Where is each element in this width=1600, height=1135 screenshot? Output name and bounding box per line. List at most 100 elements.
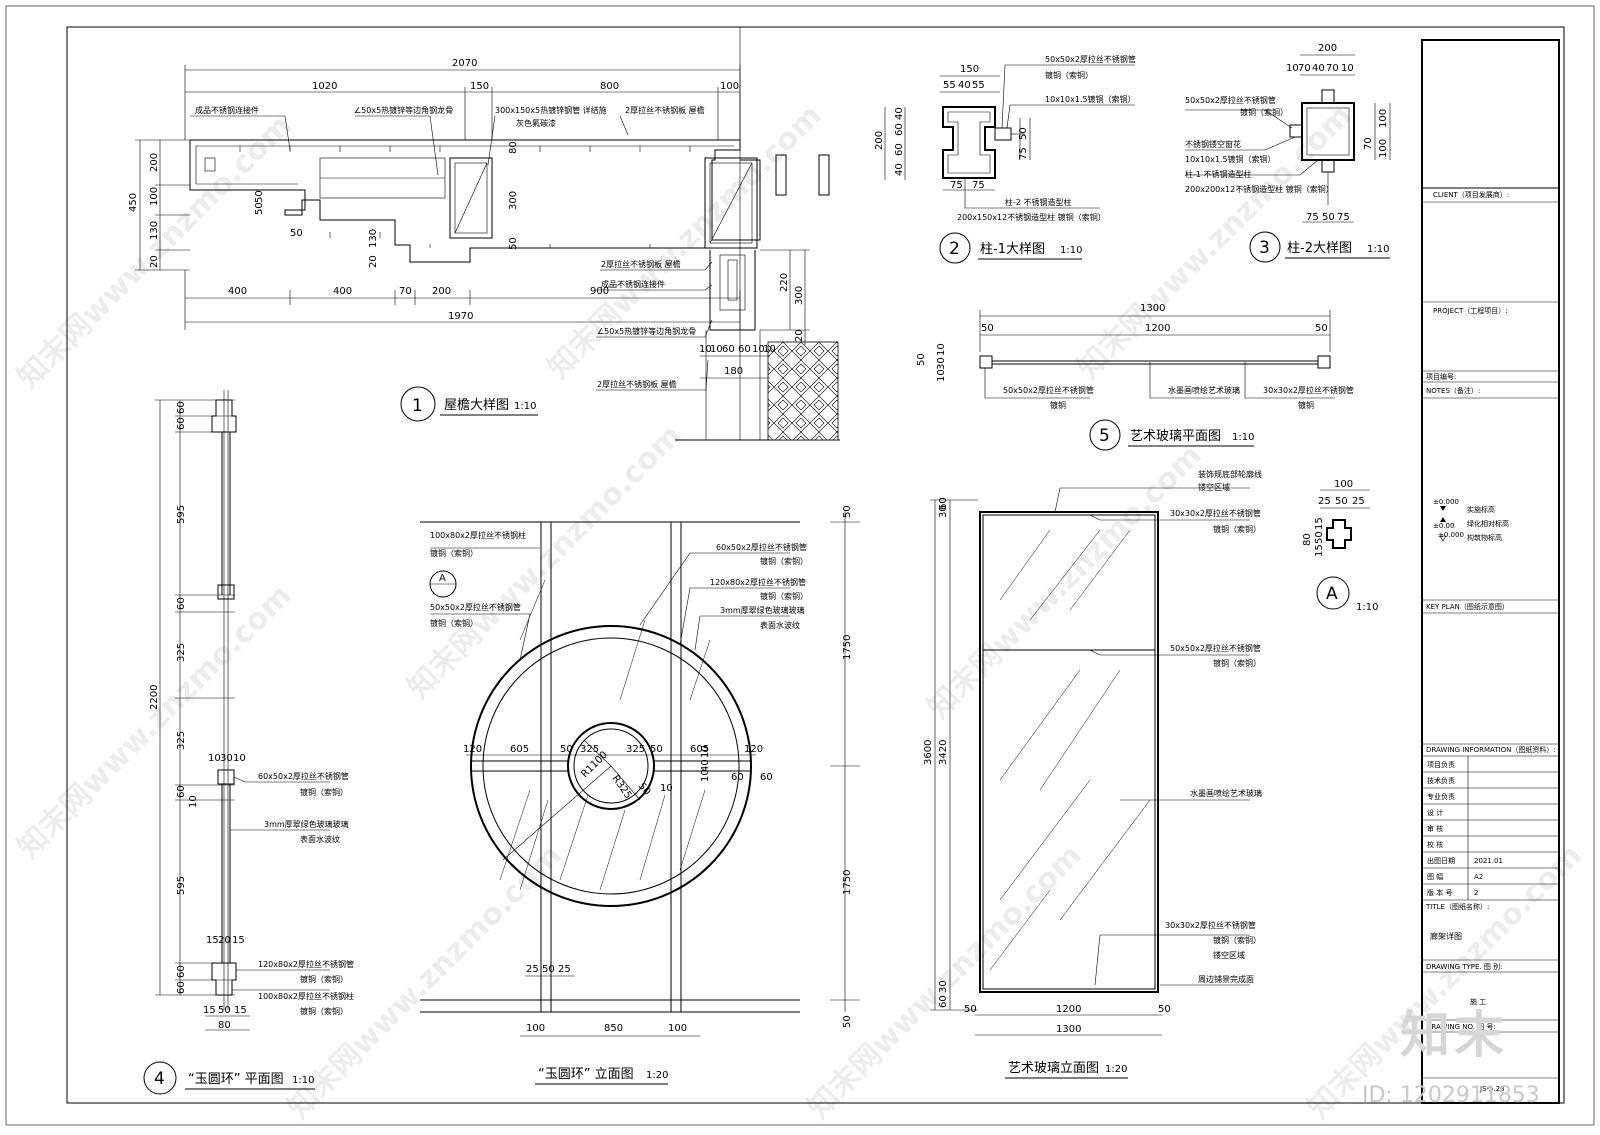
gplan-number-circle — [1089, 419, 1121, 451]
gplan-label-copper-2: 镀铜 — [1298, 400, 1314, 410]
col1-number-circle — [939, 232, 971, 264]
tb-row-label-4: 设 计 — [1427, 808, 1443, 817]
gelev-dim-3420: 3420 — [938, 740, 949, 765]
eave-dim-20-right: 20 — [794, 329, 805, 342]
relev-dim-120a: 120 — [463, 744, 482, 755]
tb-legend-sym-2: ±0.00 — [1433, 522, 1454, 530]
eave-dim-450: 450 — [128, 193, 139, 212]
eave-dim-50b: 50 — [254, 190, 265, 203]
col1-dim-200: 200 — [874, 131, 885, 150]
tb-row-label-3: 专业负责 — [1427, 792, 1455, 801]
col1-label-col2: 柱-2 不锈钢造型柱 — [1005, 197, 1072, 207]
detaila-scale: 1:10 — [1356, 602, 1378, 613]
tb-type-value: 施 工 — [1470, 997, 1486, 1006]
eave-dim-100: 100 — [720, 81, 739, 92]
tb-notes: NOTES（备注）: — [1426, 386, 1480, 395]
eave-dim-10b: 10 — [710, 344, 723, 355]
gelev-dim-1300: 1300 — [1056, 1024, 1081, 1035]
ring-plan-detail: 60 60 595 60 325 2200 325 60 10 595 60 6… — [143, 390, 354, 1095]
detail-a: 100 25 50 25 80 15 50 15 A 1:10 — [1302, 479, 1378, 613]
column-1-detail: 150 55 40 55 200 40 60 60 40 75 50 75 75… — [874, 54, 1136, 264]
gelev-label-outline: 装饰规底部轮廓线 — [1198, 469, 1262, 479]
eave-dim-800: 800 — [600, 81, 619, 92]
eave-dim-70: 70 — [399, 286, 412, 297]
rplan-dim-595a: 595 — [176, 505, 187, 524]
col2-label-window: 不锈钢镂空窗花 — [1185, 139, 1241, 149]
rplan-dim-15a: 15 — [206, 935, 219, 946]
brand-watermark: 知末 — [1400, 1006, 1508, 1064]
col2-dim-70b: 70 — [1326, 63, 1339, 74]
eave-label-angle-steel: ∠50x5热镀锌等边角钢龙骨 — [354, 105, 453, 115]
gelev-dim-60a: 60 — [938, 497, 949, 510]
eave-dim-1020: 1020 — [312, 81, 337, 92]
col2-dim-100b: 100 — [1378, 139, 1389, 158]
relev-scale: 1:20 — [646, 1070, 668, 1081]
rplan-dim-10a: 10 — [188, 795, 199, 808]
relev-dim-1750a: 1750 — [842, 635, 853, 660]
tb-row-label-5: 审 核 — [1427, 824, 1443, 833]
relev-dim-40: 40 — [700, 759, 711, 772]
eave-dim-20-mid: 20 — [368, 255, 379, 268]
col1-label-bar: 10x10x1.5镀铜（索铜） — [1045, 94, 1136, 104]
rplan-dim-15b: 15 — [232, 935, 245, 946]
gplan-dim-30: 30 — [936, 357, 947, 370]
gplan-label-copper-1: 镀铜 — [1050, 400, 1066, 410]
col2-dim-70c: 70 — [1363, 137, 1374, 150]
col2-label-copper: 镀铜（索铜） — [1240, 107, 1288, 117]
col2-dim-75b: 75 — [1337, 212, 1350, 223]
watermark-1: 知末网www.znzmo.com — [11, 108, 299, 396]
eave-dim-130-left: 130 — [149, 221, 160, 240]
gelev-dim-30a: 30 — [938, 505, 949, 518]
glass-elevation-detail: 30 60 3600 3420 30 60 50 1200 50 1300 装饰… — [923, 469, 1262, 1079]
relev-label-tube-60: 60x50x2厚拉丝不锈钢管 — [716, 542, 807, 552]
tb-drawing-type: DRAWING TYPE. 图 别: — [1426, 962, 1502, 971]
rplan-label-copper-3: 镀铜（索铜） — [300, 1006, 348, 1016]
tb-legend-text-1: 实施标高 — [1467, 505, 1495, 514]
relev-dim-50c: 50 — [542, 964, 555, 975]
eave-label-steel-tube: 300x150x5热镀锌钢管 详结施 — [495, 105, 607, 115]
eave-dim-10c: 10 — [752, 344, 765, 355]
relev-title: “玉圆环” 立面图 — [538, 1067, 634, 1082]
col2-dim-10b: 10 — [1341, 63, 1354, 74]
relev-dim-325a: 325 — [580, 744, 599, 755]
col1-dim-40a: 40 — [894, 107, 905, 120]
eave-label-eave-plate: 2厚拉丝不锈钢板 屋檐 — [625, 105, 705, 115]
gelev-label-copper-3: 镀铜（索铜） — [1213, 935, 1261, 945]
eave-dim-180: 180 — [724, 366, 743, 377]
tb-project: PROJECT（工程项目）: — [1433, 306, 1508, 315]
gelev-dim-30b: 30 — [938, 980, 949, 993]
gelev-label-finish: 周边铺景完成面 — [1198, 974, 1254, 984]
relev-dim-325b: 325 — [626, 744, 645, 755]
relev-dim-100a: 100 — [526, 1023, 545, 1034]
col1-dim-60b: 60 — [894, 143, 905, 156]
rplan-dim-60d: 60 — [176, 785, 187, 798]
col1-number: 2 — [949, 239, 960, 259]
relev-dim-120b: 120 — [744, 744, 763, 755]
tb-row-value-size: A2 — [1474, 873, 1483, 881]
eave-dim-2070: 2070 — [452, 58, 477, 69]
gplan-title: 艺术玻璃平面图 — [1130, 429, 1221, 444]
inner-border — [66, 26, 1565, 1104]
tb-row-label-1: 项目负责 — [1427, 760, 1455, 769]
relev-dim-605a: 605 — [510, 744, 529, 755]
col1-dim-60a: 60 — [894, 123, 905, 136]
col2-dim-75a: 75 — [1306, 212, 1319, 223]
col2-label-bar: 10x10x1.5镀铜（索铜） — [1185, 154, 1276, 164]
eave-dim-10d: 10 — [763, 344, 776, 355]
rplan-label-glass: 3mm厚翠绿色玻璃玻璃 — [264, 819, 349, 829]
gplan-dim-10b: 10 — [936, 369, 947, 382]
col2-number-circle — [1249, 231, 1281, 263]
rplan-label-copper-1: 镀铜（索铜） — [300, 787, 348, 797]
tb-row-label-9: 版 本 号 — [1427, 888, 1452, 897]
col2-scale: 1:10 — [1367, 244, 1389, 255]
rplan-dim-15d: 15 — [234, 1005, 247, 1016]
outer-border — [5, 5, 1595, 1126]
eave-label-connector: 成品不锈钢连接件 — [195, 105, 259, 115]
gplan-dim-50c: 50 — [916, 353, 927, 366]
detaila-dim-25b: 25 — [1352, 496, 1365, 507]
col1-dim-150: 150 — [960, 64, 979, 75]
relev-dim-10a: 10 — [700, 745, 711, 758]
eave-dim-80: 80 — [508, 141, 519, 154]
eave-dim-50a: 50 — [254, 202, 265, 215]
detaila-dim-80: 80 — [1302, 533, 1313, 546]
